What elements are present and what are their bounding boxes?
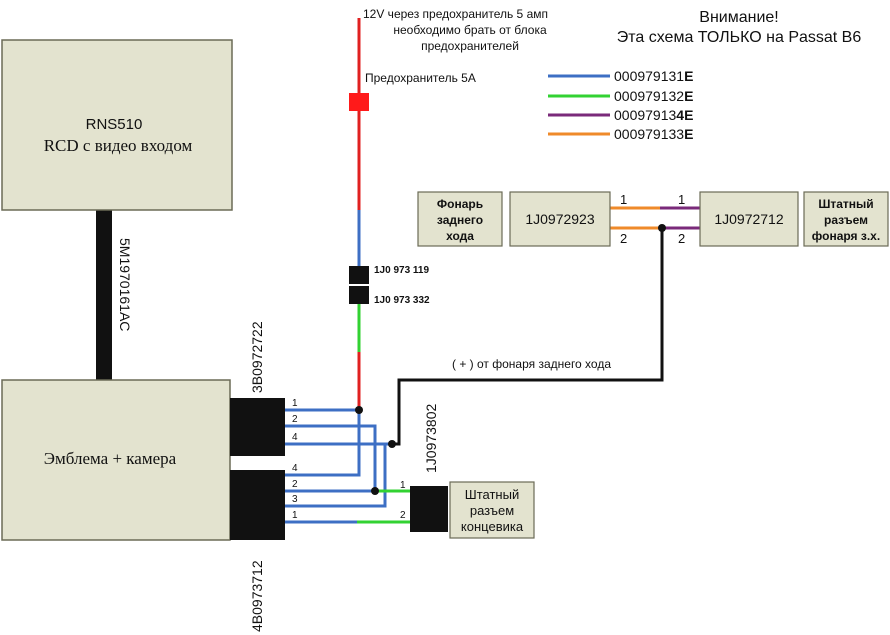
connector-1j0972712-box (699, 191, 799, 247)
inline-connector-2-label: 1J0 973 332 (374, 295, 430, 306)
connector-1j0972923-label: 1J0972923 (525, 211, 595, 227)
junction-dot (355, 406, 363, 414)
limit-socket-line2: разъем (470, 503, 514, 518)
plus-note: ( + ) от фонаря заднего хода (452, 357, 611, 371)
lamp-socket-line3: фонаря з.х. (812, 229, 880, 243)
pin-lower-4: 4 (292, 463, 298, 474)
reverse-lamp-box (417, 191, 503, 247)
wires (96, 18, 700, 524)
reverse-lamp-line3: хода (446, 229, 474, 243)
connector-4b0973712 (230, 470, 285, 540)
connector-1j0972712-label: 1J0972712 (714, 211, 784, 227)
camera-label: Эмблема + камера (44, 449, 177, 468)
lamp-pin-numbers: 1 2 1 2 (620, 192, 685, 246)
wire-lower-4 (285, 410, 361, 477)
legend-entry-purple: 000979134E (614, 107, 693, 123)
pin-upper-1: 1 (292, 398, 298, 409)
connector-1j0972923-box (509, 191, 611, 247)
connector-1j0973802 (410, 486, 448, 532)
pin-upper-4: 4 (292, 432, 298, 443)
reverse-lamp-line2: заднего (437, 213, 483, 227)
inline-connector-1-label: 1J0 973 119 (374, 265, 429, 276)
limit-socket-line1: Штатный (465, 487, 519, 502)
pin-lower-1: 1 (292, 510, 298, 521)
plus-wire (392, 228, 664, 446)
limit-socket-line3: концевика (461, 519, 524, 534)
cable-5m1970161ac-label: 5M1970161AC (117, 238, 133, 331)
rns510-sublabel: RCD с видео входом (44, 136, 193, 155)
lamp-socket-line2: разъем (824, 213, 868, 227)
connector-3b0972722 (230, 398, 285, 456)
lamp-socket-line1: Штатный (818, 197, 873, 211)
pin-lamp-right-1: 1 (678, 192, 685, 207)
pin-lamp-left-1: 1 (620, 192, 627, 207)
camera-box (1, 379, 231, 541)
junctions (355, 224, 666, 495)
pin-numbers: 1 2 4 4 2 3 1 1 2 (292, 398, 406, 521)
pin-limit-1: 1 (400, 480, 406, 491)
connector-1j0973802-label: 1J0973802 (423, 403, 439, 473)
inline-connector-2 (349, 286, 369, 304)
junction-dot (388, 440, 396, 448)
rns510-label: RNS510 (86, 116, 143, 133)
inline-connector-1 (349, 266, 369, 284)
junction-dot (371, 487, 379, 495)
pin-limit-2: 2 (400, 510, 406, 521)
wire-upper-2 (285, 424, 377, 491)
warning-title: Внимание! (699, 9, 778, 26)
connector-4b0973712-label: 4B0973712 (249, 560, 265, 632)
fuse-label: Предохранитель 5А (365, 71, 476, 85)
pin-lower-2: 2 (292, 479, 298, 490)
power-note-line2: необходимо брать от блока (393, 23, 547, 37)
pin-lamp-right-2: 2 (678, 231, 685, 246)
power-note-line3: предохранителей (421, 39, 519, 53)
legend-entry-green: 000979132E (614, 88, 693, 104)
legend-entry-blue: 000979131E (614, 68, 693, 84)
wire-lower-3 (285, 444, 387, 508)
warning-subtitle: Эта схема ТОЛЬКО на Passat B6 (617, 29, 862, 46)
limit-socket-box (449, 481, 535, 539)
rns510-box (1, 39, 233, 211)
pin-lower-3: 3 (292, 494, 298, 505)
fuse-icon (349, 93, 369, 111)
reverse-lamp-line1: Фонарь (437, 197, 483, 211)
connector-3b0972722-label: 3B0972722 (249, 321, 265, 393)
pin-upper-2: 2 (292, 414, 298, 425)
junction-dot (658, 224, 666, 232)
legend: 000979131E 000979132E 000979134E 0009791… (548, 68, 693, 142)
lamp-socket-box (803, 191, 889, 247)
legend-entry-orange: 000979133E (614, 126, 693, 142)
pin-lamp-left-2: 2 (620, 231, 627, 246)
power-note-line1: 12V через предохранитель 5 амп (363, 7, 548, 21)
